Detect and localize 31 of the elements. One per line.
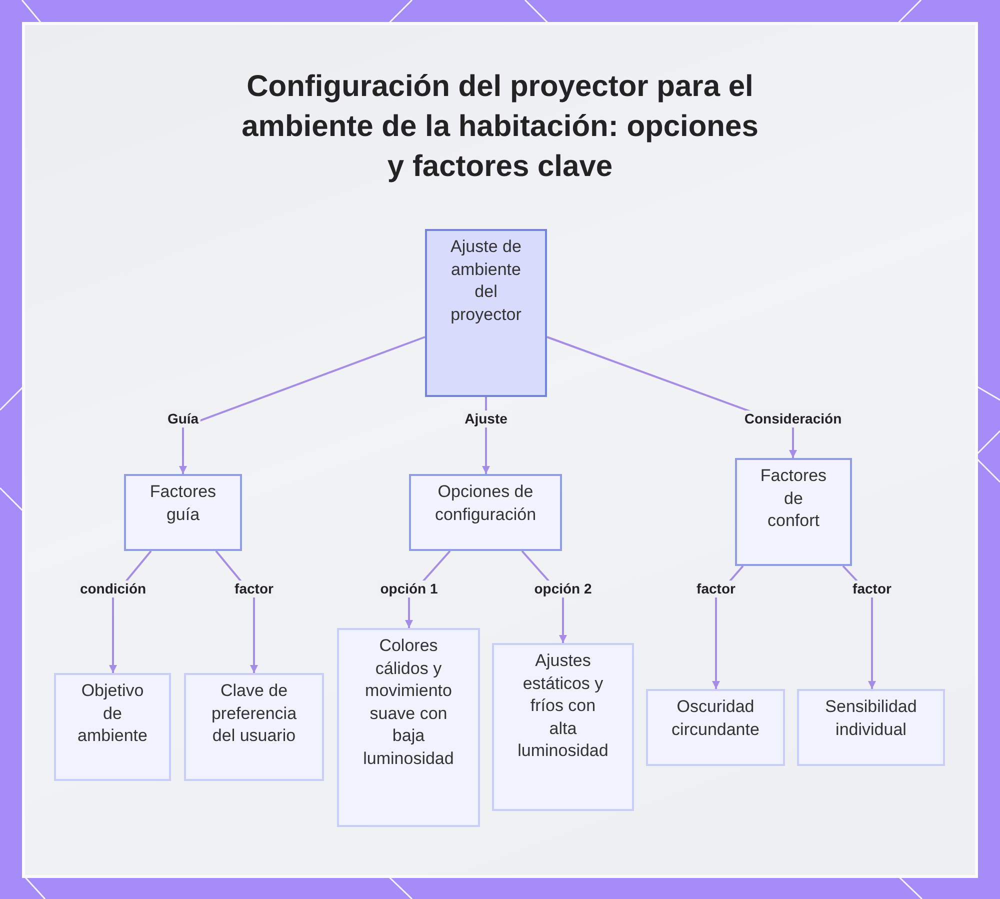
node-text: Objetivo de ambiente: [76, 680, 148, 747]
concept-box: [492, 643, 634, 811]
node-text: Colores cálidos y movimiento suave con baja luminosidad: [362, 635, 455, 770]
node-text: Clave de preferencia del usuario: [210, 680, 298, 747]
edge-label: factor: [694, 580, 738, 598]
edge-label: opción 1: [378, 580, 440, 598]
node-text: Sensibilidad individual: [824, 696, 918, 740]
concept-box: [337, 628, 480, 827]
concept-box: [735, 458, 852, 566]
concept-box: [184, 673, 324, 781]
node-text: Factores guía: [148, 481, 218, 526]
node-text: Ajuste de ambiente del proyector: [450, 236, 522, 326]
edge-label: condición: [78, 580, 148, 598]
node-text: Factores de confort: [759, 465, 828, 532]
concept-box: [646, 689, 785, 766]
edge-label: factor: [232, 580, 276, 598]
connector-arrow: [179, 336, 426, 474]
concept-box: [124, 474, 242, 551]
concept-box: [797, 689, 945, 766]
edge-label: Ajuste: [462, 410, 510, 428]
edge-label: Guía: [165, 410, 201, 428]
edge-label: opción 2: [532, 580, 594, 598]
root-box: [425, 229, 547, 397]
node-text: Oscuridad circundante: [670, 696, 760, 740]
concept-box: [409, 474, 562, 551]
diagram-title: Configuración del proyector para el ambiente de la habitación: opciones y factores clave: [240, 69, 760, 185]
node-text: Opciones de configuración: [434, 481, 538, 526]
concept-box: [54, 673, 171, 781]
edge-label: Consideración: [742, 410, 844, 428]
node-text: Ajustes estáticos y fríos con alta luminosidad: [516, 650, 610, 762]
edge-label: factor: [850, 580, 894, 598]
